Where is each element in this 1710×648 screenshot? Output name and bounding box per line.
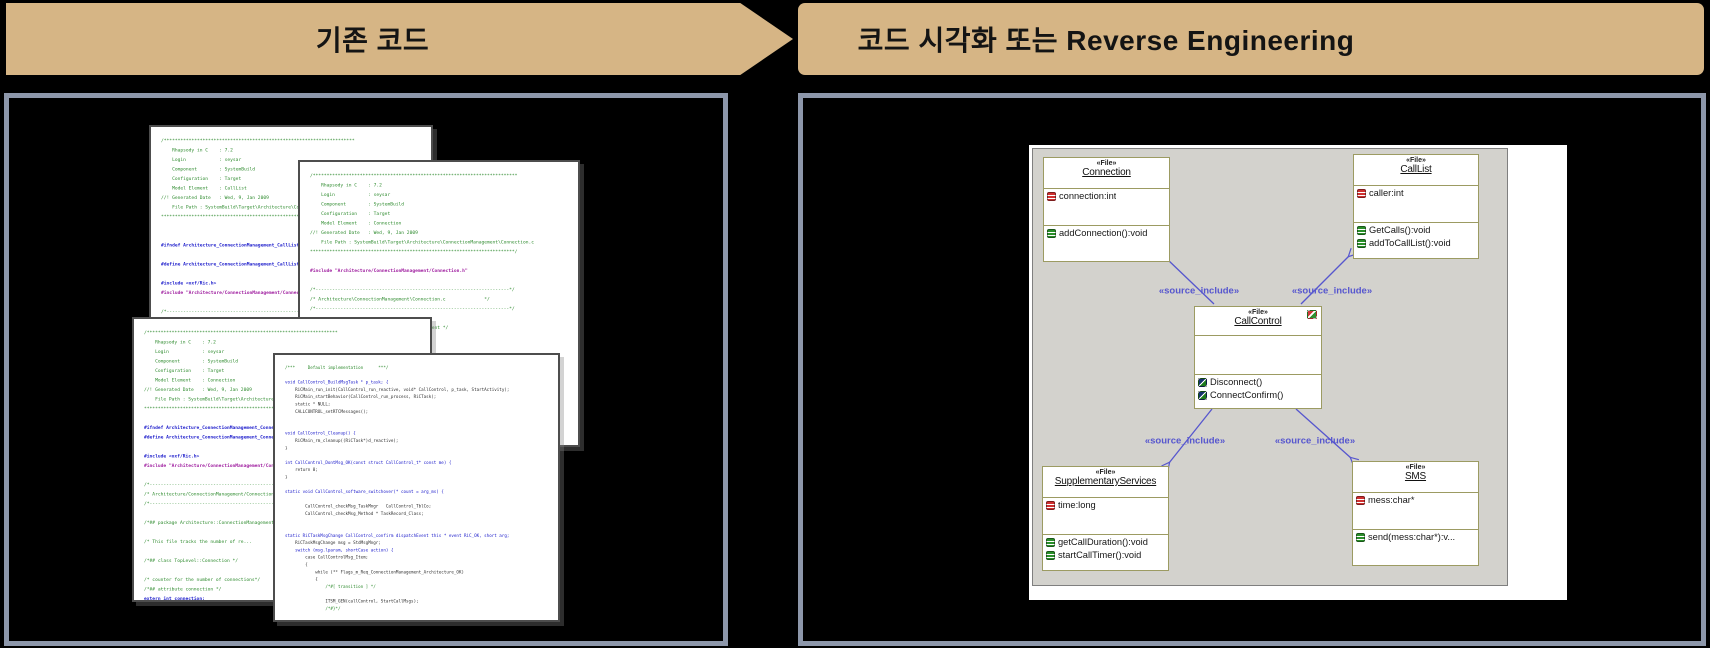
class-name: SupplementaryServices: [1054, 476, 1157, 487]
operation-icon: [1046, 538, 1055, 547]
member-label: addToCallList():void: [1369, 238, 1451, 248]
source-include-arrow-sms: [1295, 408, 1351, 458]
edge-label-source-include: «source_include»: [1291, 285, 1373, 297]
member-label: time:long: [1058, 500, 1096, 510]
banner-left-title: 기존 코드: [315, 25, 430, 56]
class-name: CallList: [1400, 164, 1432, 175]
member-label: caller:int: [1369, 188, 1404, 198]
attributes-compartment: connection:int: [1044, 189, 1169, 226]
member-label: ConnectConfirm(): [1210, 390, 1284, 400]
member-label: send(mess:char*):v...: [1368, 532, 1456, 542]
operation-row: addConnection():void: [1044, 226, 1169, 239]
class-header: «File» SMS: [1353, 462, 1478, 493]
edge-label-source-include: «source_include»: [1158, 285, 1240, 297]
banner-reverse-engineering: 코드 시각화 또는 Reverse Engineering: [798, 3, 1704, 75]
class-header: «File» CallControl: [1195, 307, 1321, 336]
operation-icon: [1046, 551, 1055, 560]
stereotype-label: «File»: [1095, 469, 1116, 476]
member-label: addConnection():void: [1059, 228, 1148, 238]
code-listing: /*** Default implementation ***/ void Ca…: [285, 365, 510, 611]
operation-row: Disconnect(): [1195, 375, 1321, 388]
class-header: «File» Connection: [1044, 158, 1169, 189]
class-header: «File» SupplementaryServices: [1043, 467, 1168, 498]
operations-compartment: Disconnect() ConnectConfirm(): [1195, 375, 1321, 408]
attributes-compartment: [1195, 336, 1321, 375]
attribute-row: time:long: [1043, 498, 1168, 511]
operation-icon: [1356, 533, 1365, 542]
member-label: mess:char*: [1368, 495, 1415, 505]
attribute-icon: [1357, 189, 1366, 198]
class-name: SMS: [1404, 471, 1427, 482]
stereotype-label: «File»: [1405, 464, 1426, 471]
class-header: «File» CallList: [1354, 155, 1478, 186]
code-listing: /***************************************…: [144, 330, 338, 602]
operations-compartment: getCallDuration():void startCallTimer():v…: [1043, 535, 1168, 570]
uml-screenshot: «source_include» «source_include» «sourc…: [1029, 145, 1567, 600]
operations-compartment: GetCalls():void addToCallList():void: [1354, 223, 1478, 258]
attributes-compartment: time:long: [1043, 498, 1168, 535]
stereotype-label: «File»: [1096, 160, 1117, 167]
attribute-icon: [1047, 192, 1056, 201]
operations-compartment: addConnection():void: [1044, 226, 1169, 261]
operation-row: getCallDuration():void: [1043, 535, 1168, 548]
operations-compartment: send(mess:char*):v...: [1353, 530, 1478, 565]
edge-label-source-include: «source_include»: [1144, 435, 1226, 447]
operation-icon: [1357, 239, 1366, 248]
member-label: startCallTimer():void: [1058, 550, 1142, 560]
attribute-row: caller:int: [1354, 186, 1478, 199]
class-box-connection: «File» Connection connection:int addConn…: [1043, 157, 1170, 262]
active-class-icon: [1307, 310, 1317, 319]
triggered-operation-icon: [1198, 391, 1207, 400]
triggered-operation-icon: [1198, 378, 1207, 387]
uml-visualization-panel: «source_include» «source_include» «sourc…: [798, 93, 1706, 646]
operation-row: addToCallList():void: [1354, 236, 1478, 249]
attribute-icon: [1356, 496, 1365, 505]
stereotype-label: «File»: [1406, 157, 1426, 164]
uml-diagram-window: «source_include» «source_include» «sourc…: [1032, 148, 1508, 586]
class-name: CallControl: [1234, 316, 1282, 327]
operation-row: ConnectConfirm(): [1195, 388, 1321, 401]
stereotype-label: «File»: [1248, 309, 1268, 316]
class-box-sms: «File» SMS mess:char* send(mess:char*):v…: [1352, 461, 1479, 566]
attributes-compartment: mess:char*: [1353, 493, 1478, 530]
member-label: connection:int: [1059, 191, 1117, 201]
class-name: Connection: [1082, 167, 1131, 178]
edge-label-source-include: «source_include»: [1274, 435, 1356, 447]
attribute-icon: [1046, 501, 1055, 510]
operation-row: send(mess:char*):v...: [1353, 530, 1478, 543]
operation-icon: [1047, 229, 1056, 238]
member-label: getCallDuration():void: [1058, 537, 1148, 547]
operation-row: GetCalls():void: [1354, 223, 1478, 236]
operation-row: startCallTimer():void: [1043, 548, 1168, 561]
existing-code-panel: /***************************************…: [4, 93, 728, 646]
attribute-row: connection:int: [1044, 189, 1169, 202]
class-box-callcontrol: «File» CallControl Disconnect() ConnectCo…: [1194, 306, 1322, 409]
member-label: GetCalls():void: [1369, 225, 1431, 235]
source-include-arrow-connection: [1167, 259, 1215, 305]
class-box-calllist: «File» CallList caller:int GetCalls():vo…: [1353, 154, 1479, 259]
attribute-row: mess:char*: [1353, 493, 1478, 506]
attributes-compartment: caller:int: [1354, 186, 1478, 223]
operation-icon: [1357, 226, 1366, 235]
banner-right-title: 코드 시각화 또는 Reverse Engineering: [857, 25, 1355, 56]
class-box-supplementaryservices: «File» SupplementaryServices time:long g…: [1042, 466, 1169, 571]
code-page-4: /*** Default implementation ***/ void Ca…: [273, 353, 560, 622]
source-include-arrow-calllist: [1300, 256, 1349, 305]
member-label: Disconnect(): [1210, 377, 1263, 387]
flow-arrow-banner-existing-code: 기존 코드: [6, 3, 793, 75]
